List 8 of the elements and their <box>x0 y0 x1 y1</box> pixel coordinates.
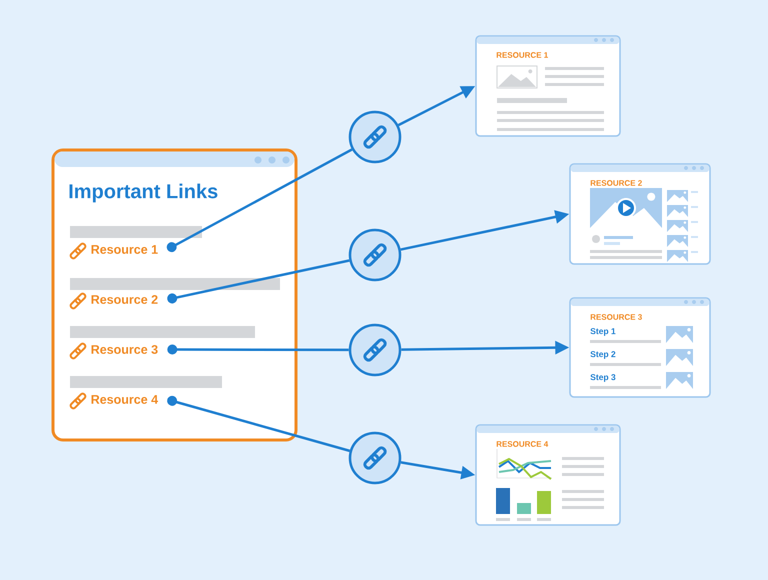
link-text: Resource 3 <box>92 345 158 354</box>
link-text: Resource 1 <box>92 245 158 254</box>
link-text: Resource 2 <box>92 295 158 304</box>
link-circle <box>348 324 402 376</box>
link-circle <box>348 432 402 484</box>
link-circle <box>348 110 402 164</box>
link-circle <box>348 228 402 282</box>
link-text: Resource 4 <box>92 395 158 404</box>
